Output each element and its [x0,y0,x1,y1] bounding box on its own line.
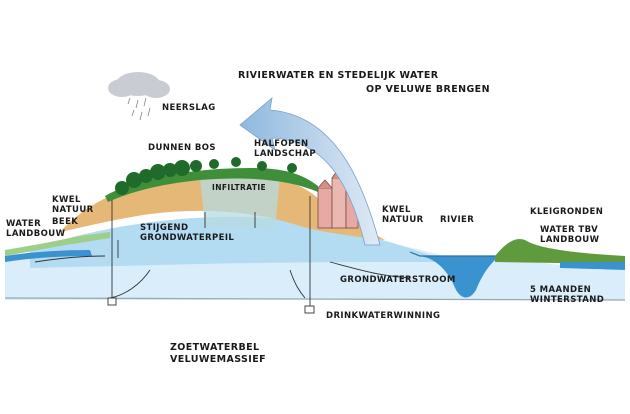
title-line1: RIVIERWATER EN STEDELIJK WATER [238,70,439,81]
label-drinkwaterwinning: DRINKWATERWINNING [326,311,440,321]
label-water-landbouw-1: WATER [6,219,41,229]
rain-cloud [108,72,170,121]
label-neerslag: NEERSLAG [162,103,216,113]
label-winterstand-1: 5 MAANDEN [530,285,591,295]
label-zoetwaterbel-1: ZOETWATERBEL [170,342,259,353]
label-rivier: RIVIER [440,215,474,225]
label-water-tbv-1: WATER TBV [540,225,598,235]
label-beek: BEEK [52,217,78,227]
left-water [5,250,92,262]
label-winterstand-2: WINTERSTAND [530,295,604,305]
label-zoetwaterbel-2: VELUWEMASSIEF [170,354,266,365]
label-infiltratie: INFILTRATIE [212,183,266,192]
label-grondwaterstroom: GRONDWATERSTROOM [340,275,456,285]
transfer-arrow [239,96,381,246]
label-halfopen-1: HALFOPEN [254,139,309,149]
label-stijgend-2: GRONDWATERPEIL [140,233,234,243]
hill-grass [105,168,318,202]
left-ground [5,232,110,256]
wells [107,196,315,314]
label-kleigronden: KLEIGRONDEN [530,207,603,217]
flow-arrows [34,212,411,299]
river [420,256,500,298]
label-water-landbouw-2: LANDBOUW [6,229,66,239]
label-kwel-right-2: NATUUR [382,215,424,225]
label-water-tbv-2: LANDBOUW [540,235,600,245]
label-dunnen-bos: DUNNEN BOS [148,143,216,153]
forest [115,157,297,195]
label-kwel-left-2: NATUUR [52,205,94,215]
infiltration-zone [200,176,280,230]
clay-water [560,262,625,270]
label-kwel-left-1: KWEL [52,195,81,205]
label-halfopen-2: LANDSCHAP [254,149,316,159]
label-kwel-right-1: KWEL [382,205,411,215]
label-stijgend-1: STIJGEND [140,223,188,233]
clay-ground [495,238,625,264]
title-line2: OP VELUWE BRENGEN [366,84,490,95]
